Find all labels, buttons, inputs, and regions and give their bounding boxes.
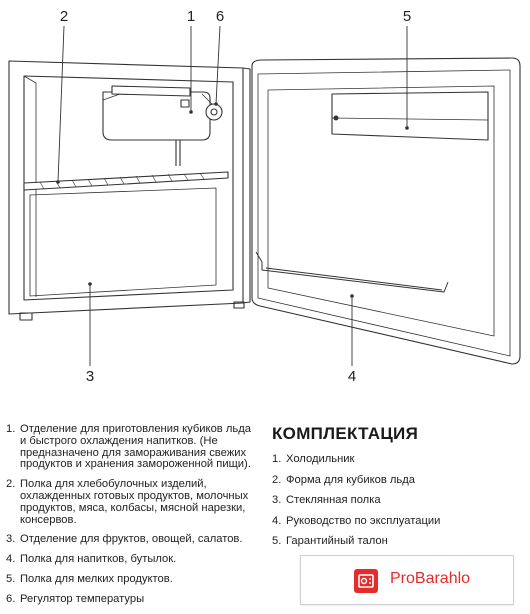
parts-list-item: 6.Регулятор температуры xyxy=(6,592,145,605)
kit-item: 2.Форма для кубиков льда xyxy=(272,473,415,486)
parts-list-item: 4.Полка для напитков, бутылок. xyxy=(6,553,177,566)
callout-3: 3 xyxy=(85,368,95,385)
callout-1: 1 xyxy=(186,8,196,25)
kit-title: КОМПЛЕКТАЦИЯ xyxy=(272,424,419,443)
callout-5: 5 xyxy=(402,8,412,25)
watermark-text: ProBarahlo xyxy=(390,570,471,587)
kit-item: 4.Руководство по эксплуатации xyxy=(272,514,441,527)
parts-list-item: 1.Отделение для приготовления кубиков ль… xyxy=(6,423,251,471)
vegetable-compartment xyxy=(29,187,217,297)
kit-section: КОМПЛЕКТАЦИЯ 1.Холодильник 2.Форма для к… xyxy=(272,424,522,557)
parts-list-item: 2.Полка для хлебобулочных изделий, охлаж… xyxy=(6,478,249,526)
door-bottle-rail xyxy=(255,251,449,293)
kit-item: 3.Стеклянная полка xyxy=(272,494,381,507)
parts-list: 1.Отделение для приготовления кубиков ль… xyxy=(6,423,258,614)
ice-compartment xyxy=(102,91,211,141)
door-outline xyxy=(251,57,521,365)
parts-list-item: 3.Отделение для фруктов, овощей, салатов… xyxy=(6,533,243,546)
kit-list: 1.Холодильник 2.Форма для кубиков льда 3… xyxy=(272,453,522,548)
temperature-knob xyxy=(205,103,223,121)
door-shelf-top xyxy=(331,91,489,141)
glass-shelf xyxy=(23,171,229,191)
callout-6: 6 xyxy=(215,8,225,25)
cabinet-interior xyxy=(23,75,234,301)
callout-4: 4 xyxy=(347,368,357,385)
kit-item: 5.Гарантийный талон xyxy=(272,535,388,548)
refrigerator-diagram xyxy=(8,25,521,366)
callout-2: 2 xyxy=(59,8,69,25)
kit-item: 1.Холодильник xyxy=(272,453,355,465)
parts-list-item: 5.Полка для мелких продуктов. xyxy=(6,572,173,585)
watermark-logo-icon xyxy=(354,569,378,593)
watermark-badge: ProBarahlo xyxy=(300,555,514,605)
